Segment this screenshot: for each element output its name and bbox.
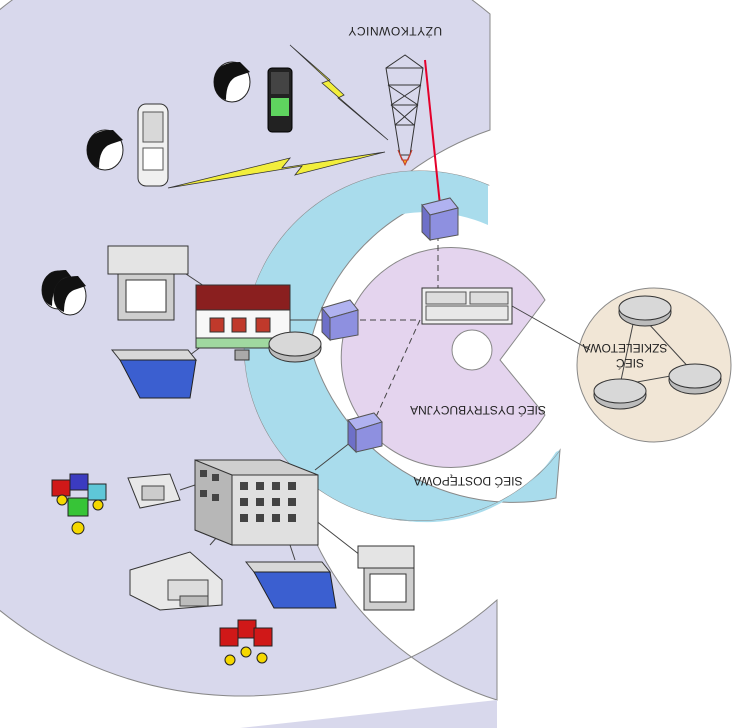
desktop-computer-icon: [357, 545, 415, 611]
server-rack-icon: [421, 287, 513, 325]
distribution-ring-hub: [451, 329, 493, 371]
lightning-bolt-upper: [289, 44, 389, 141]
router-icon: [268, 331, 322, 363]
printer-icon: [129, 551, 223, 611]
phone-handset-icon: [137, 103, 169, 187]
cube-node-icon: [321, 299, 359, 342]
lightning-bolt-lower: [167, 151, 386, 189]
red-link: [424, 59, 441, 206]
person-icon: [86, 129, 124, 171]
desktop-computer-icon: [107, 245, 189, 321]
person-icon: [213, 61, 251, 103]
distribution-label: SIEĆ DYSTRYBUCYJNA: [410, 403, 546, 418]
laptop-icon: [110, 349, 198, 399]
antenna-tower-icon: [385, 54, 424, 167]
people-group-icon: [41, 270, 87, 316]
mobile-phone-icon: [267, 67, 293, 133]
router-icon: [593, 378, 647, 410]
fax-machine-icon: [127, 473, 181, 509]
router-icon: [618, 295, 672, 327]
users-label: UŻYTKOWNICY: [348, 24, 442, 38]
access-label: SIEĆ DOSTĘPOWA: [414, 474, 523, 489]
users-ring-bottom-fill: [240, 700, 497, 728]
cube-node-icon: [347, 412, 383, 454]
people-group-icon: [219, 619, 273, 666]
cube-node-icon: [421, 197, 459, 242]
office-building-icon: [194, 459, 319, 546]
router-icon: [668, 363, 722, 395]
backbone-label-line2: SIEĆ: [616, 356, 644, 371]
people-group-icon: [51, 473, 107, 535]
laptop-icon: [244, 561, 337, 609]
backbone-label-line1: SZKIELETOWA: [583, 341, 668, 355]
house-icon: [195, 284, 291, 361]
